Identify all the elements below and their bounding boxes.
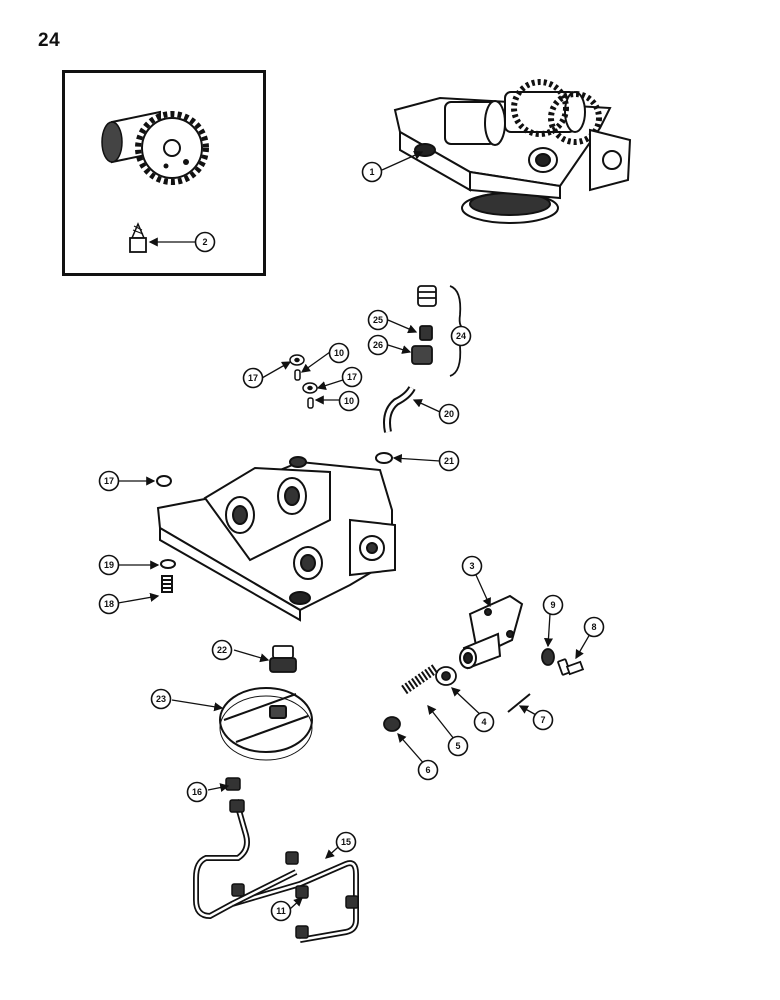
inset-bolt-illustration xyxy=(129,222,147,253)
pump-housing-illustration xyxy=(156,456,396,622)
callout-3: 3 xyxy=(461,555,483,577)
callout-7: 7 xyxy=(532,709,554,731)
svg-text:25: 25 xyxy=(373,315,383,325)
callout-17-upper-left: 17 xyxy=(242,367,264,389)
oil-tube-illustration xyxy=(383,386,416,433)
callout-21: 21 xyxy=(438,450,460,472)
svg-text:17: 17 xyxy=(248,373,258,383)
svg-text:6: 6 xyxy=(425,765,430,775)
relief-fitting-illustration xyxy=(411,285,467,377)
svg-text:7: 7 xyxy=(540,715,545,725)
svg-text:3: 3 xyxy=(469,561,474,571)
svg-text:17: 17 xyxy=(104,476,114,486)
callout-1: 1 xyxy=(361,161,383,183)
svg-text:8: 8 xyxy=(591,622,596,632)
inset-detail-frame xyxy=(62,70,266,276)
svg-text:1: 1 xyxy=(369,167,374,177)
callout-23: 23 xyxy=(150,688,172,710)
callout-2: 2 xyxy=(194,231,216,253)
callout-11: 11 xyxy=(270,900,292,922)
callout-8: 8 xyxy=(583,616,605,638)
relief-valve-small-parts-illustration xyxy=(383,648,585,732)
callout-4: 4 xyxy=(473,711,495,733)
callout-10-upper: 10 xyxy=(328,342,350,364)
svg-text:19: 19 xyxy=(104,560,114,570)
callout-9: 9 xyxy=(542,594,564,616)
callout-5: 5 xyxy=(447,735,469,757)
callout-17-housing: 17 xyxy=(98,470,120,492)
leader-lines xyxy=(117,151,591,910)
oil-pump-assembly-illustration xyxy=(393,79,632,224)
svg-text:5: 5 xyxy=(455,741,460,751)
callout-25: 25 xyxy=(367,309,389,331)
callout-17-upper-right: 17 xyxy=(341,366,363,388)
callout-18: 18 xyxy=(98,593,120,615)
oil-line-assembly-illustration xyxy=(193,799,359,943)
cover-plate-illustration xyxy=(219,687,313,761)
svg-text:24: 24 xyxy=(456,331,466,341)
o-ring-21-illustration xyxy=(375,452,393,464)
svg-text:17: 17 xyxy=(347,372,357,382)
svg-text:4: 4 xyxy=(481,717,486,727)
callout-24: 24 xyxy=(450,325,472,347)
oil-line-fittings-illustration xyxy=(225,777,359,939)
callout-16: 16 xyxy=(186,781,208,803)
svg-text:18: 18 xyxy=(104,599,114,609)
callout-26: 26 xyxy=(367,334,389,356)
page-number: 24 xyxy=(38,30,61,51)
callout-19: 19 xyxy=(98,554,120,576)
callout-10-lower: 10 xyxy=(338,390,360,412)
svg-text:26: 26 xyxy=(373,340,383,350)
plug-22-illustration xyxy=(269,645,297,673)
svg-text:22: 22 xyxy=(217,645,227,655)
callout-20: 20 xyxy=(438,403,460,425)
svg-text:10: 10 xyxy=(334,348,344,358)
svg-text:16: 16 xyxy=(192,787,202,797)
svg-text:10: 10 xyxy=(344,396,354,406)
svg-text:21: 21 xyxy=(444,456,454,466)
svg-text:20: 20 xyxy=(444,409,454,419)
svg-text:2: 2 xyxy=(202,237,207,247)
svg-text:11: 11 xyxy=(276,906,286,916)
svg-text:9: 9 xyxy=(550,600,555,610)
callout-15: 15 xyxy=(335,831,357,853)
relief-valve-housing-illustration xyxy=(459,594,524,670)
small-washers-and-pins-illustration xyxy=(289,354,318,409)
callout-22: 22 xyxy=(211,639,233,661)
svg-text:15: 15 xyxy=(341,837,351,847)
inset-gear-illustration xyxy=(101,110,209,185)
callout-6: 6 xyxy=(417,759,439,781)
svg-text:23: 23 xyxy=(156,694,166,704)
